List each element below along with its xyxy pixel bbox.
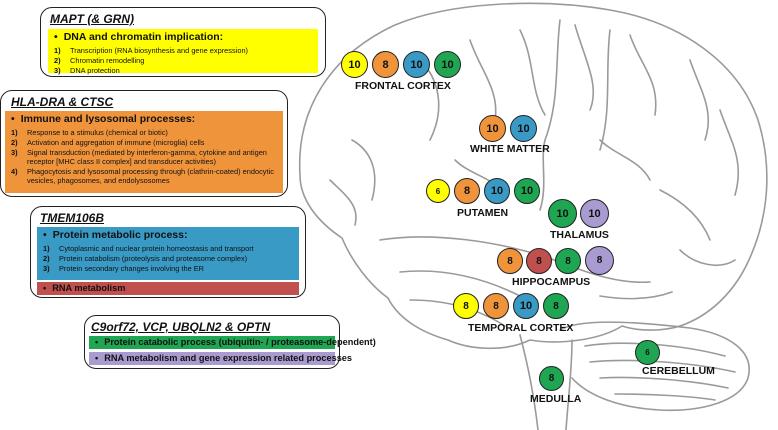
region-label: WHITE MATTER	[470, 143, 550, 155]
hla-band: •Immune and lysosomal processes: 1)Respo…	[5, 111, 283, 193]
hla-box: HLA-DRA & CTSC •Immune and lysosomal pro…	[0, 90, 288, 197]
region-label: THALAMUS	[550, 229, 609, 241]
list-item: 1)Cytoplasmic and nuclear protein homeos…	[43, 244, 254, 253]
region-label: FRONTAL CORTEX	[355, 80, 451, 92]
region-label: CEREBELLUM	[642, 365, 715, 377]
tmem-band-heading: Protein metabolic process:	[52, 229, 188, 241]
tmem-title: TMEM106B	[40, 211, 105, 225]
marker-putamen-4: 10	[514, 178, 540, 204]
list-item: 1)Response to a stimulus (chemical or bi…	[11, 128, 168, 137]
list-item: 2)Protein catabolism (proteolysis and pr…	[43, 254, 248, 263]
tmem-band: •Protein metabolic process: 1)Cytoplasmi…	[37, 227, 299, 280]
mapt-band: •DNA and chromatin implication: 1)Transc…	[48, 29, 318, 75]
marker-temporal-cortex-1: 8	[453, 293, 479, 319]
marker-putamen-2: 8	[454, 178, 480, 204]
marker-temporal-cortex-4: 8	[543, 293, 569, 319]
hla-title: HLA-DRA & CTSC	[11, 95, 114, 109]
marker-medulla-1: 8	[539, 366, 564, 391]
marker-thalamus-1: 10	[548, 199, 577, 228]
marker-hippocampus-2: 8	[526, 248, 552, 274]
marker-temporal-cortex-3: 10	[513, 293, 539, 319]
list-item: 1)Transcription (RNA biosynthesis and ge…	[54, 46, 249, 55]
marker-frontal-cortex-3: 10	[403, 51, 430, 78]
list-item: 3)DNA protection	[54, 66, 120, 75]
marker-putamen-1: 6	[426, 179, 450, 203]
marker-hippocampus-3: 8	[555, 248, 581, 274]
marker-frontal-cortex-1: 10	[341, 51, 368, 78]
list-item: 2)Activation and aggregation of immune (…	[11, 138, 205, 147]
region-label: PUTAMEN	[457, 207, 509, 219]
marker-cerebellum-1: 6	[635, 340, 660, 365]
marker-hippocampus-4: 8	[585, 246, 614, 275]
tmem-rna-band: •RNA metabolism	[37, 282, 299, 295]
marker-temporal-cortex-2: 8	[483, 293, 509, 319]
list-item: 3)Protein secondary changes involving th…	[43, 264, 205, 273]
mapt-title: MAPT (& GRN)	[50, 12, 134, 26]
c9-rna-band: •RNA metabolism and gene expression rela…	[89, 352, 352, 365]
marker-white-matter-2: 10	[510, 115, 537, 142]
marker-putamen-3: 10	[484, 178, 510, 204]
marker-thalamus-2: 10	[580, 199, 609, 228]
marker-frontal-cortex-4: 10	[434, 51, 461, 78]
hla-band-heading: Immune and lysosomal processes:	[20, 113, 196, 125]
mapt-band-heading: DNA and chromatin implication:	[63, 31, 224, 43]
region-label: MEDULLA	[530, 393, 582, 405]
mapt-box: MAPT (& GRN) •DNA and chromatin implicat…	[40, 7, 326, 77]
tmem-box: TMEM106B •Protein metabolic process: 1)C…	[30, 206, 306, 298]
marker-white-matter-1: 10	[479, 115, 506, 142]
marker-hippocampus-1: 8	[497, 248, 523, 274]
c9-protein-band: •Protein catabolic process (ubiquitin- /…	[89, 336, 376, 349]
list-item: 3)Signal transduction (mediated by inter…	[11, 148, 267, 166]
marker-frontal-cortex-2: 8	[372, 51, 399, 78]
c9-title: C9orf72, VCP, UBQLN2 & OPTN	[91, 320, 271, 334]
list-item: 4)Phagocytosis and lysosomal processing …	[11, 167, 274, 185]
region-label: HIPPOCAMPUS	[512, 276, 591, 288]
region-label: TEMPORAL CORTEX	[468, 322, 574, 334]
c9-box: C9orf72, VCP, UBQLN2 & OPTN •Protein cat…	[84, 315, 376, 369]
list-item: 2)Chromatin remodelling	[54, 56, 145, 65]
